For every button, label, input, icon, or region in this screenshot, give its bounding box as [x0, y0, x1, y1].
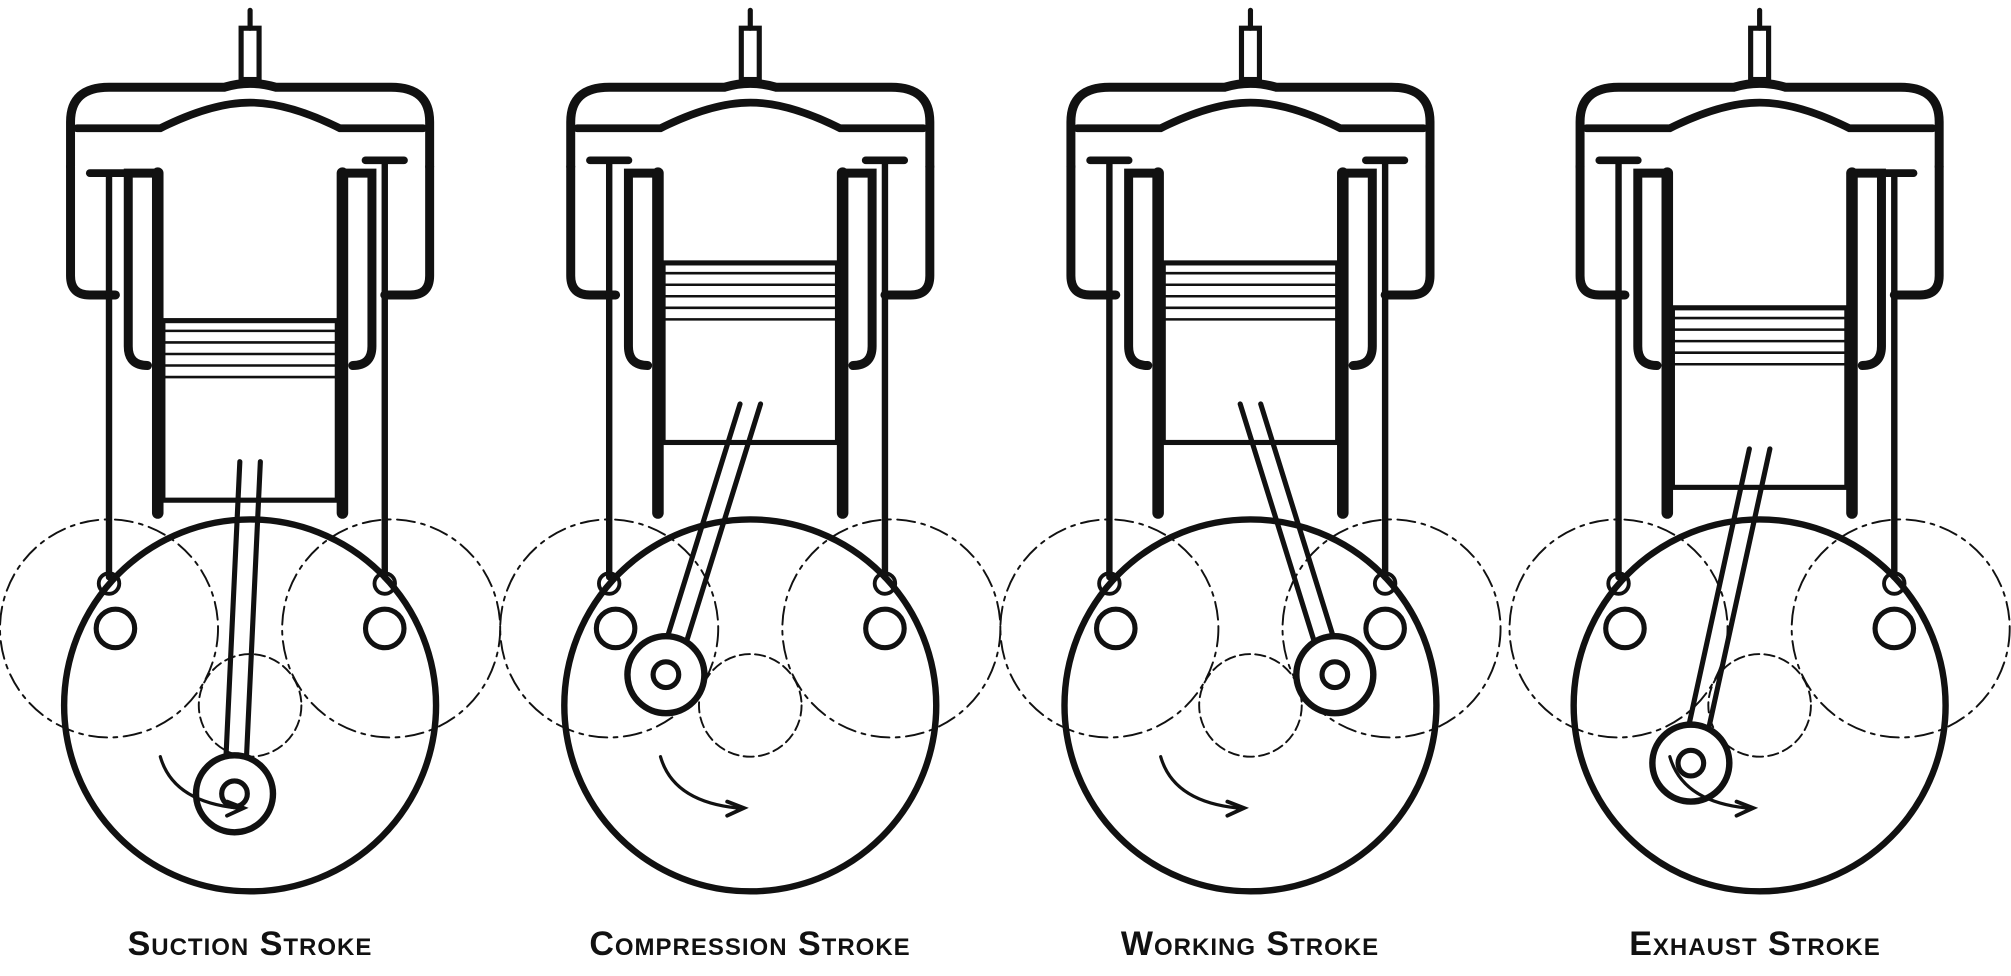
tappet-right	[1372, 571, 1398, 596]
connecting-rod	[1698, 446, 1773, 766]
piston	[160, 318, 340, 503]
cylinder-head	[1575, 78, 1944, 172]
rotation-arrow	[1159, 755, 1240, 810]
cam-gear-right	[1790, 518, 2011, 739]
rotation-arrowhead	[1734, 799, 1759, 818]
cylinder-head	[1066, 78, 1435, 172]
cam-gear-left	[499, 518, 720, 739]
rotation-arrowhead	[225, 799, 249, 818]
intake-port	[66, 162, 120, 300]
cam-left	[1093, 606, 1138, 651]
label-suction-stroke: Suction Stroke	[127, 925, 373, 963]
tappet-left	[1606, 571, 1631, 596]
crank-pin-bearing	[624, 633, 708, 717]
rotation-arrowhead	[1225, 799, 1249, 818]
cam-gear-right	[281, 518, 502, 739]
exhaust-port	[380, 162, 435, 300]
piston	[1669, 305, 1850, 490]
combustion-chamber-roof	[73, 98, 428, 133]
tappet-right	[872, 571, 898, 596]
spark-plug	[1748, 25, 1772, 83]
tappet-left	[597, 571, 622, 596]
water-jacket	[1633, 168, 1668, 371]
water-jacket	[123, 168, 159, 371]
spark-plug	[1238, 25, 1263, 83]
crankcase	[60, 516, 440, 895]
rotation-arrow	[158, 755, 239, 810]
water-jacket	[623, 168, 659, 371]
exhaust-port	[1380, 162, 1435, 300]
crank-pin	[650, 659, 682, 691]
tappet-right	[1882, 571, 1907, 596]
rotation-arrow	[658, 755, 740, 810]
spark-plug	[238, 25, 262, 83]
tappet-right	[372, 571, 397, 596]
connecting-rod	[673, 401, 764, 678]
cam-right	[1363, 606, 1407, 651]
combustion-chamber-roof	[1582, 98, 1937, 133]
piston	[660, 260, 841, 446]
crankcase	[561, 516, 940, 895]
connecting-rod	[1237, 401, 1328, 678]
connecting-rod	[1258, 401, 1348, 678]
cylinder-head	[566, 78, 935, 172]
crankcase	[1570, 516, 1949, 895]
cam-gear-right	[1281, 518, 1502, 739]
crank-pin-bearing	[192, 752, 277, 836]
tappet-left	[1097, 571, 1122, 596]
cam-left	[93, 606, 138, 651]
combustion-chamber-roof	[1073, 98, 1428, 133]
water-jacket	[1124, 168, 1159, 371]
connecting-rod	[1678, 446, 1752, 766]
piston	[1160, 260, 1341, 446]
label-exhaust-stroke: Exhaust Stroke	[1629, 925, 1881, 963]
cam-right	[362, 606, 407, 651]
label-working-stroke: Working Stroke	[1120, 925, 1380, 963]
crank-pin-bearing	[1649, 721, 1733, 805]
crank-pin	[1675, 747, 1707, 779]
cam-right	[1872, 606, 1917, 651]
connecting-rod	[242, 459, 263, 797]
connecting-rod	[221, 459, 243, 797]
water-jacket	[841, 168, 877, 371]
engine-exhaust	[1508, 7, 2011, 895]
combustion-chamber-roof	[573, 98, 928, 133]
intake-port	[566, 162, 621, 300]
crank-path	[698, 653, 803, 758]
exhaust-port	[880, 162, 935, 300]
label-compression-stroke: Compression Stroke	[589, 925, 911, 963]
cylinder-head	[66, 78, 435, 172]
engine-compression	[499, 7, 1002, 895]
cam-gear-left	[999, 518, 1220, 739]
crank-path	[1198, 653, 1303, 758]
rotation-arrowhead	[725, 799, 749, 818]
spark-plug	[738, 25, 762, 83]
connecting-rod	[653, 401, 743, 678]
water-jacket	[1851, 168, 1886, 371]
cam-left	[1603, 606, 1647, 651]
water-jacket	[1342, 168, 1377, 371]
engine-suction	[0, 7, 502, 895]
crank-pin-bearing	[1293, 633, 1377, 717]
crank-path	[1707, 653, 1812, 758]
crankcase	[1061, 516, 1440, 895]
intake-port	[1066, 162, 1121, 300]
tappet-left	[96, 571, 122, 596]
water-jacket	[341, 168, 377, 371]
cam-gear-left	[0, 518, 219, 739]
rotation-arrow	[1668, 755, 1749, 810]
cam-gear-right	[781, 518, 1002, 739]
engine-working	[999, 7, 1502, 895]
exhaust-port	[1889, 162, 1944, 300]
crank-pin	[1319, 659, 1351, 691]
cam-gear-left	[1508, 518, 1729, 739]
cam-left	[593, 606, 638, 651]
cam-right	[863, 606, 907, 651]
intake-port	[1575, 162, 1630, 300]
